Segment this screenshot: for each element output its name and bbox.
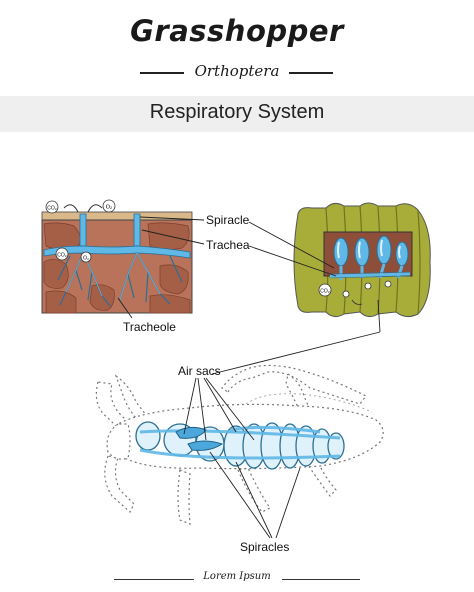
footer-rule-right [282, 579, 360, 580]
subtitle-rule-left [140, 72, 184, 74]
co2-symbol-1: CO₂ [47, 206, 57, 212]
subtitle-rule-right [289, 72, 333, 74]
footer-text: Lorem Ipsum [203, 571, 271, 582]
footer-rule-left [114, 579, 194, 580]
subtitle-row: Orthoptera [0, 60, 474, 84]
page-title: Grasshopper [130, 14, 344, 48]
right-panel-leaders [211, 221, 381, 375]
left-panel-leaders [117, 216, 205, 319]
label-trachea: Trachea [206, 238, 250, 252]
co2-symbol-2: CO₂ [57, 253, 67, 259]
grasshopper-outline [95, 364, 384, 525]
tissue-cross-section: CO₂ O₂ CO₂ O₂ [41, 199, 193, 314]
o2-symbol-1: O₂ [106, 205, 112, 211]
label-tracheole: Tracheole [123, 320, 176, 334]
body-segment-closeup: CO₂ [293, 202, 431, 318]
section-band [0, 96, 474, 132]
body-leaders [183, 377, 301, 539]
section-title: Respiratory System [149, 101, 325, 123]
label-air-sacs: Air sacs [178, 364, 221, 378]
o2-symbol-2: O₂ [83, 256, 89, 262]
label-spiracles: Spiracles [240, 540, 290, 554]
co2-symbol-3: CO₂ [320, 289, 330, 295]
page-subtitle: Orthoptera [194, 62, 280, 80]
label-spiracle: Spiracle [206, 213, 250, 227]
footer-row: Lorem Ipsum [0, 570, 474, 588]
